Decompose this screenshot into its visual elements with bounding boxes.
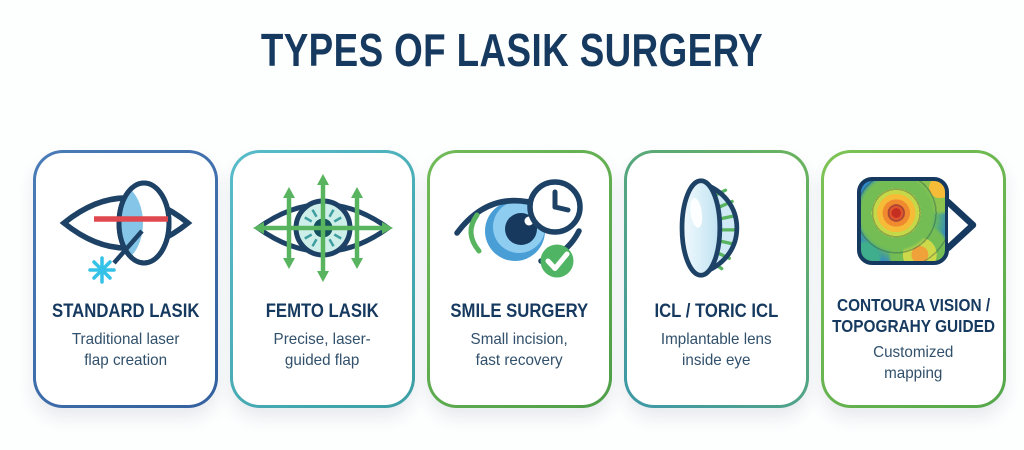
card-icon-area: [36, 167, 215, 289]
card-icon-area: [430, 167, 609, 289]
topography-map-icon: [847, 175, 981, 281]
card-description: Small incision, fast recovery: [471, 330, 568, 371]
eye-clock-check-icon: [453, 179, 583, 278]
card-title: STANDARD LASIK: [52, 301, 199, 323]
card-femto-lasik: FEMTO LASIK Precise, laser- guided flap: [230, 150, 415, 408]
card-icon-area: [233, 167, 412, 289]
card-description: Customized mapping: [873, 343, 953, 384]
card-desc-line: Small incision,: [470, 331, 569, 349]
implantable-lens-icon: [679, 178, 739, 278]
eye-corner-chevron-icon: [944, 199, 976, 252]
card-desc-line: Customized: [873, 344, 954, 362]
card-contoura-vision: CONTOURA VISION / TOPOGRAHY GUIDED Custo…: [821, 150, 1006, 408]
card-title: SMILE SURGERY: [451, 301, 589, 323]
card-title-line: STANDARD LASIK: [51, 301, 200, 322]
card-desc-line: inside eye: [682, 351, 751, 369]
card-desc-line: guided flap: [285, 351, 360, 369]
card-smile-surgery: SMILE SURGERY Small incision, fast recov…: [427, 150, 612, 408]
eye-grid-arrows-icon: [252, 174, 393, 282]
check-icon: [540, 244, 573, 278]
card-desc-line: Implantable lens: [661, 331, 772, 349]
card-desc-line: flap creation: [84, 351, 167, 369]
card-desc-line: mapping: [884, 364, 943, 382]
topography-heatmap: [856, 177, 949, 265]
cards-row: STANDARD LASIK Traditional laser flap cr…: [33, 150, 1006, 408]
incision-arc: [468, 212, 481, 254]
card-title-line: CONTOURA VISION /: [836, 295, 991, 315]
card-title: FEMTO LASIK: [266, 301, 379, 323]
card-desc-line: Precise, laser-: [273, 331, 372, 349]
card-standard-lasik: STANDARD LASIK Traditional laser flap cr…: [33, 150, 218, 408]
card-title: ICL / TORIC ICL: [655, 301, 779, 323]
card-title-line: ICL / TORIC ICL: [654, 301, 779, 322]
card-icon-area: [824, 167, 1003, 289]
card-icon-area: [627, 167, 806, 289]
clock-icon: [526, 179, 583, 235]
card-title: CONTOURA VISION / TOPOGRAHY GUIDED: [832, 295, 995, 336]
grid-arrows: [252, 174, 393, 282]
card-title-line: FEMTO LASIK: [265, 301, 380, 322]
page-title: TYPES OF LASIK SURGERY: [260, 24, 764, 76]
laser-star-icon: [87, 255, 116, 284]
eye-laser-flap-icon: [59, 180, 192, 284]
card-title-line: TOPOGRAHY GUIDED: [832, 315, 995, 336]
card-description: Implantable lens inside eye: [661, 330, 772, 371]
card-desc-line: fast recovery: [475, 351, 563, 369]
card-description: Precise, laser- guided flap: [274, 330, 371, 371]
card-title-line: SMILE SURGERY: [450, 301, 589, 322]
card-description: Traditional laser flap creation: [72, 330, 180, 371]
card-icl-toric-icl: ICL / TORIC ICL Implantable lens inside …: [624, 150, 809, 408]
card-desc-line: Traditional laser: [71, 331, 180, 349]
